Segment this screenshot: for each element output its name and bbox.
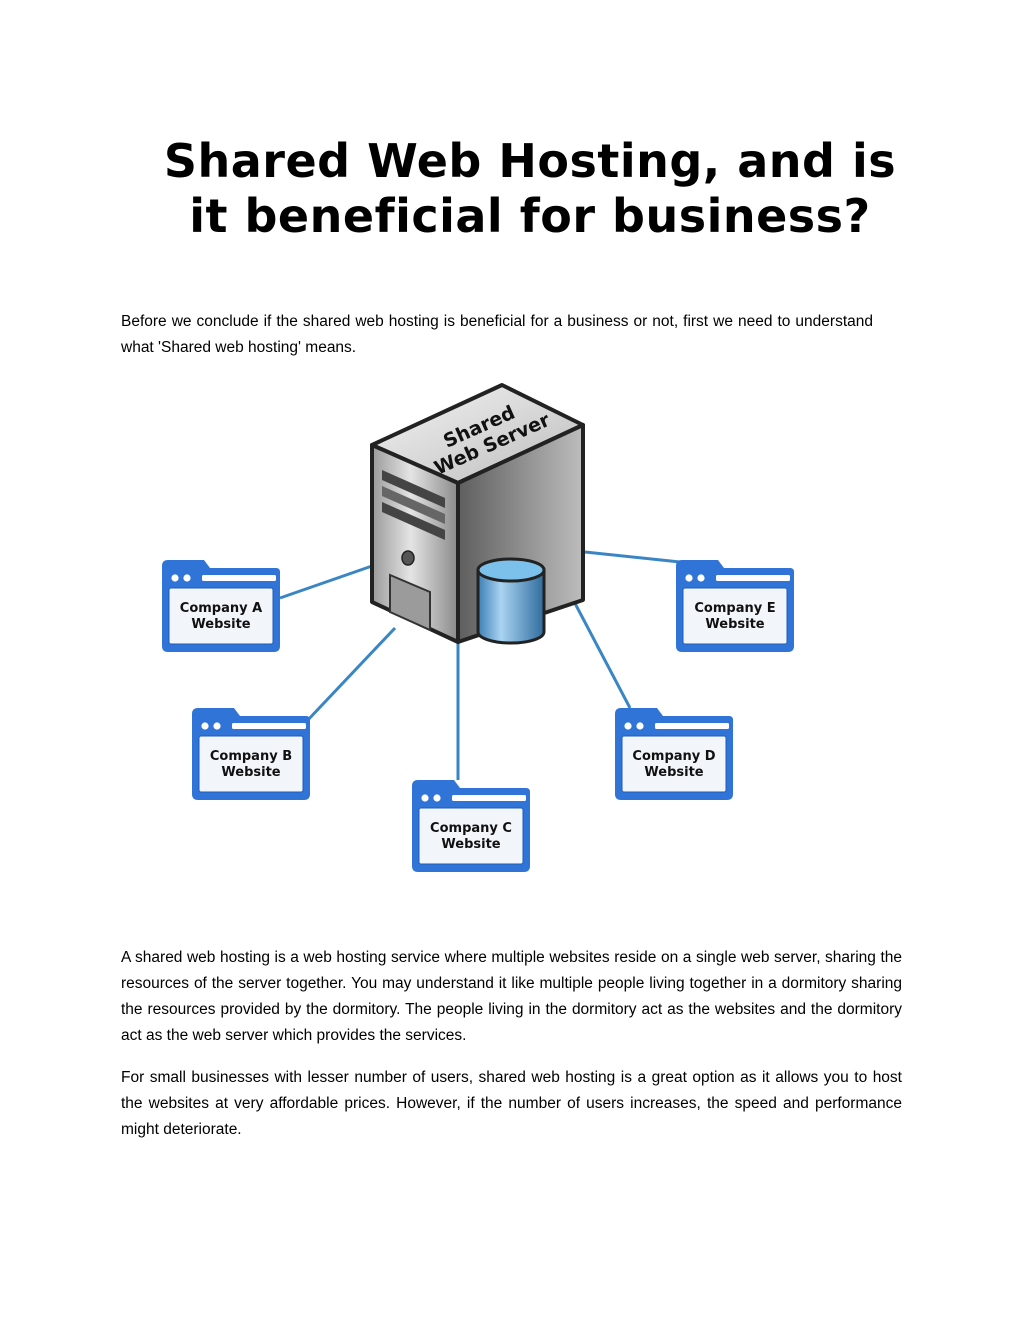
connection-lines <box>279 550 681 780</box>
intro-paragraph: Before we conclude if the shared web hos… <box>121 313 873 356</box>
shared-hosting-diagram: Shared Web Server Company AWebsiteCompan… <box>162 383 794 872</box>
server-icon: Shared Web Server <box>370 383 585 644</box>
link-company-b <box>304 626 397 724</box>
page-title-line-2: it beneficial for business? <box>189 189 871 243</box>
link-company-a <box>279 564 373 600</box>
database-icon <box>476 557 546 645</box>
company-c-label-line-1: Company C <box>430 821 512 836</box>
company-d-label-line-1: Company D <box>632 749 715 764</box>
body-paragraph: For small businesses with lesser number … <box>121 1069 902 1138</box>
link-company-e <box>584 550 681 564</box>
company-b-label-line-2: Website <box>221 765 280 780</box>
page-title-line-1: Shared Web Hosting, and is <box>163 134 897 188</box>
company-d-label-line-2: Website <box>644 765 703 780</box>
company-e-label-line-2: Website <box>705 617 764 632</box>
company-e-label-line-1: Company E <box>694 601 775 616</box>
company-b-label-line-1: Company B <box>210 749 292 764</box>
link-company-d <box>566 589 632 709</box>
company-c-label-line-2: Website <box>441 837 500 852</box>
company-a-label-line-2: Website <box>191 617 250 632</box>
page-title: Shared Web Hosting, and is it beneficial… <box>140 134 920 244</box>
body-paragraph: A shared web hosting is a web hosting se… <box>121 949 902 1044</box>
company-a-label-line-1: Company A <box>180 601 262 616</box>
